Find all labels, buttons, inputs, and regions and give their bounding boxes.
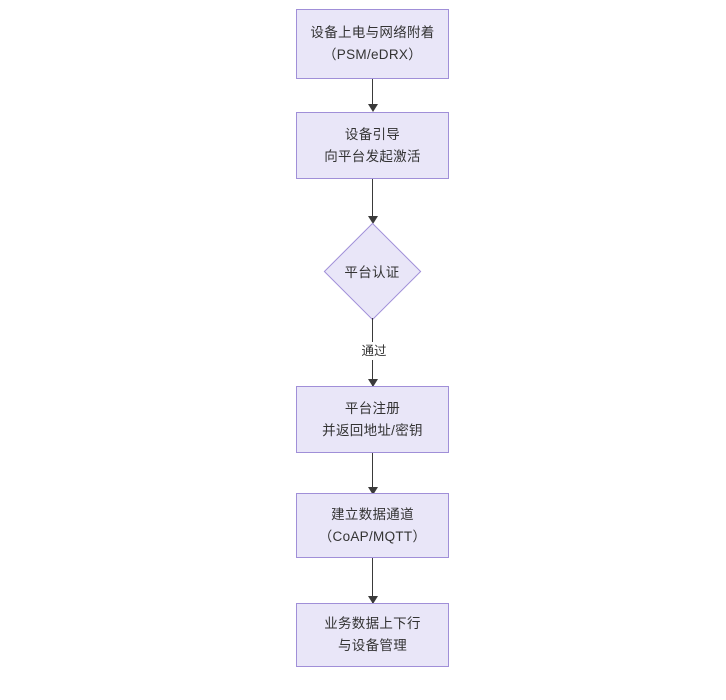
node-platform-auth-label: 平台认证 bbox=[344, 265, 400, 280]
node-platform-register-line2: 并返回地址/密钥 bbox=[322, 422, 423, 438]
node-power-on[interactable]: 设备上电与网络附着 （PSM/eDRX） bbox=[296, 9, 449, 79]
connector-bootstrap-to-platform-auth bbox=[372, 179, 373, 222]
arrowhead-bootstrap-to-platform-auth bbox=[367, 216, 378, 224]
node-bootstrap-line2: 向平台发起激活 bbox=[324, 148, 421, 164]
node-business-data-line1: 业务数据上下行 bbox=[324, 616, 421, 631]
node-power-on-line2: （PSM/eDRX） bbox=[322, 47, 423, 62]
connector-power-on-to-bootstrap bbox=[372, 79, 373, 106]
node-platform-register-line1: 平台注册 bbox=[344, 400, 401, 416]
node-bootstrap-line1: 设备引导 bbox=[344, 126, 401, 142]
arrowhead-data-channel-to-business bbox=[367, 596, 378, 604]
node-data-channel[interactable]: 建立数据通道 （CoAP/MQTT） bbox=[296, 493, 449, 558]
node-business-data[interactable]: 业务数据上下行 与设备管理 bbox=[296, 603, 449, 667]
arrowhead-power-on-to-bootstrap bbox=[367, 104, 378, 112]
node-business-data-line2: 与设备管理 bbox=[338, 638, 407, 653]
node-data-channel-line1: 建立数据通道 bbox=[331, 506, 414, 522]
arrowhead-register-to-data-channel bbox=[367, 487, 378, 495]
arrowhead-platform-auth-to-register bbox=[367, 379, 378, 387]
node-bootstrap[interactable]: 设备引导 向平台发起激活 bbox=[296, 112, 449, 179]
node-platform-auth[interactable]: 平台认证 bbox=[323, 222, 421, 320]
node-platform-register[interactable]: 平台注册 并返回地址/密钥 bbox=[296, 386, 449, 453]
node-data-channel-line2: （CoAP/MQTT） bbox=[318, 528, 427, 544]
node-power-on-line1: 设备上电与网络附着 bbox=[310, 25, 435, 40]
connector-data-channel-to-business bbox=[372, 558, 373, 603]
edge-label-pass: 通过 bbox=[353, 342, 395, 360]
connector-register-to-data-channel bbox=[372, 453, 373, 493]
